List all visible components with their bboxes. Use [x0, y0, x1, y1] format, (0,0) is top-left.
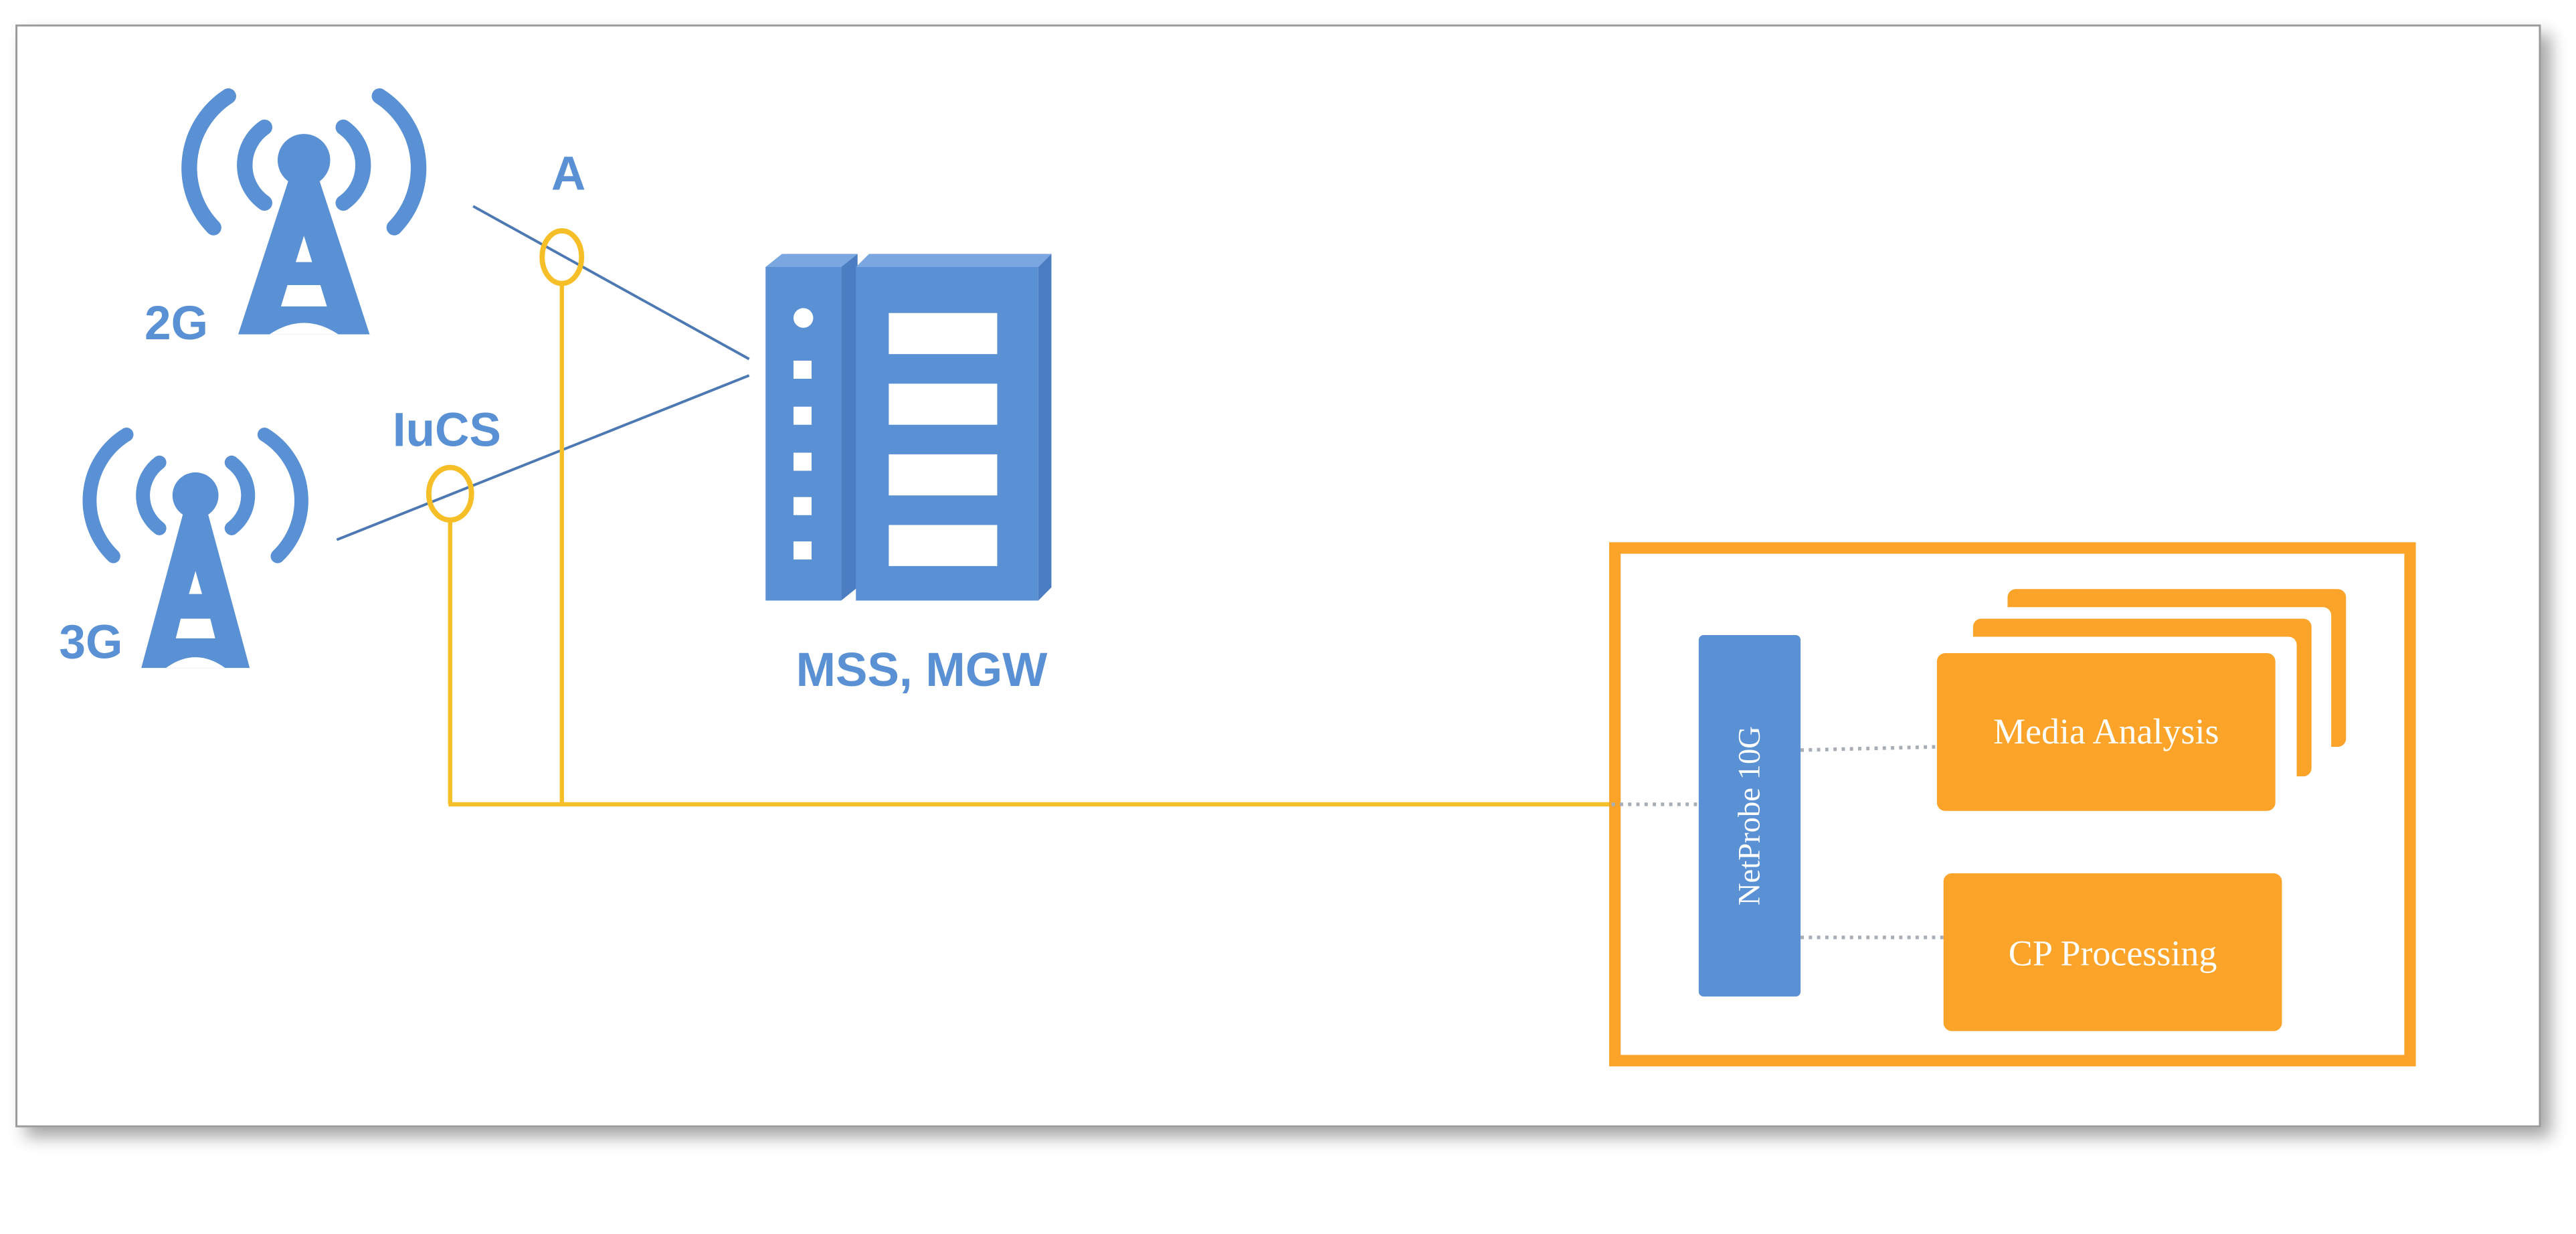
cell-tower-icon [181, 88, 427, 335]
interface-a: A [539, 148, 585, 286]
interface-iucs: IuCS [393, 404, 501, 523]
tower-2g-label: 2G [145, 297, 208, 350]
cp-processing-label: CP Processing [2009, 934, 2217, 974]
tap-a-ring [539, 228, 585, 286]
probe-system: NetProbe 10G Media Analysis CP Processin… [1609, 542, 2416, 1067]
interface-a-label: A [551, 148, 585, 201]
media-analysis-label: Media Analysis [1993, 711, 2219, 752]
core-node: MSS, MGW [765, 254, 1052, 697]
netprobe-label: NetProbe 10G [1732, 726, 1767, 905]
link-3g-to-core [336, 374, 750, 541]
tap-iucs-ring [426, 464, 474, 523]
media-analysis-module [1936, 653, 2276, 811]
tower-3g: 3G [59, 428, 308, 669]
media-analysis-stack: Media Analysis [1936, 589, 2347, 811]
interface-iucs-label: IuCS [393, 404, 501, 457]
probe-connectors [1611, 745, 1946, 940]
cell-tower-icon [82, 428, 308, 669]
link-2g-to-core [472, 205, 750, 361]
cp-processing-module [1943, 873, 2282, 1031]
tap-lines [448, 282, 1612, 807]
server-rack-icon [765, 254, 1052, 601]
netprobe-module [1698, 635, 1801, 997]
tower-3g-label: 3G [59, 616, 122, 669]
tower-2g: 2G [145, 88, 427, 350]
core-label: MSS, MGW [796, 644, 1048, 697]
